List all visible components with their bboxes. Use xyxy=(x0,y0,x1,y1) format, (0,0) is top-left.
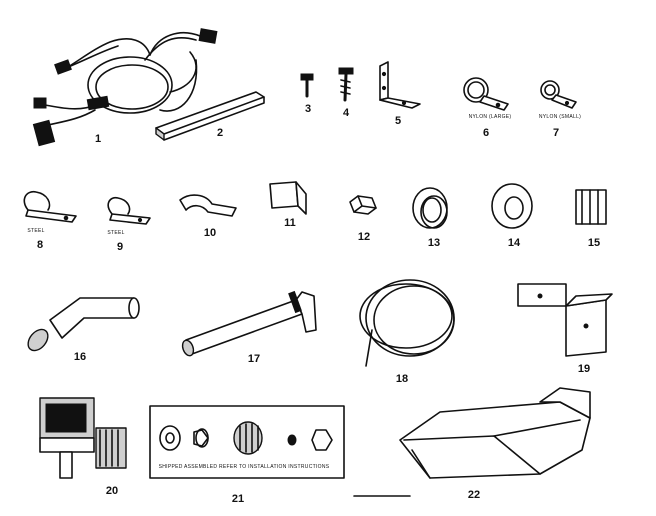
part-number: 7 xyxy=(553,127,559,139)
part-number: 1 xyxy=(95,133,101,145)
part-8-steel-clamp: STEEL 8 xyxy=(23,190,77,251)
part-7-clamp-small: NYLON (SMALL) 7 xyxy=(539,80,581,139)
part-caption: SHIPPED ASSEMBLED REFER TO INSTALLATION … xyxy=(159,464,330,470)
part-15-foam-block: 15 xyxy=(575,189,607,249)
part-number: 5 xyxy=(395,115,401,127)
part-4-screw: 4 xyxy=(338,67,354,119)
part-number: 15 xyxy=(588,237,600,249)
part-14-washer: 14 xyxy=(491,183,533,249)
part-caption: STEEL xyxy=(27,228,44,234)
part-10-clip: 10 xyxy=(179,194,237,239)
part-number: 6 xyxy=(483,127,489,139)
part-16-elbow-tube: 16 xyxy=(27,297,140,363)
part-number: 22 xyxy=(468,489,480,501)
part-number: 4 xyxy=(343,107,350,119)
part-12-hex-nut: 12 xyxy=(349,195,377,243)
part-number: 20 xyxy=(106,485,118,497)
part-caption: NYLON (LARGE) xyxy=(469,114,512,120)
part-19-mounting-bracket: 19 xyxy=(517,283,613,375)
part-number: 21 xyxy=(232,493,244,505)
part-number: 2 xyxy=(217,127,223,139)
part-3-screw: 3 xyxy=(300,73,314,115)
part-number: 16 xyxy=(74,351,86,363)
part-20-water-valve: 20 xyxy=(39,397,127,497)
part-number: 14 xyxy=(508,237,521,249)
part-number: 3 xyxy=(305,103,311,115)
part-22-ice-bin: 22 xyxy=(399,387,591,501)
part-11-bracket: 11 xyxy=(269,181,307,229)
part-number: 17 xyxy=(248,353,260,365)
part-number: 8 xyxy=(37,239,43,251)
part-caption: NYLON (SMALL) xyxy=(539,114,581,120)
kit-panel-border xyxy=(149,405,345,479)
part-number: 18 xyxy=(396,373,408,385)
part-caption: STEEL xyxy=(107,230,124,236)
part-number: 11 xyxy=(284,217,296,229)
part-2-channel-strip: 2 xyxy=(155,91,265,141)
part-number: 9 xyxy=(117,241,123,253)
part-18-coiled-tubing: 18 xyxy=(359,279,455,385)
part-number: 12 xyxy=(358,231,370,243)
part-5-l-bracket: 5 xyxy=(379,61,421,127)
part-number: 19 xyxy=(578,363,590,375)
part-number: 10 xyxy=(204,227,216,239)
part-21-fitting-kit: SHIPPED ASSEMBLED REFER TO INSTALLATION … xyxy=(149,405,345,505)
part-number: 13 xyxy=(428,237,440,249)
part-17-fill-tube: 17 xyxy=(181,290,317,365)
part-13-grommet: 13 xyxy=(412,187,448,249)
part-6-clamp-large: NYLON (LARGE) 6 xyxy=(463,77,512,139)
part-1-wire-harness: 1 xyxy=(32,28,218,147)
part-9-steel-clamp: STEEL 9 xyxy=(107,196,151,253)
